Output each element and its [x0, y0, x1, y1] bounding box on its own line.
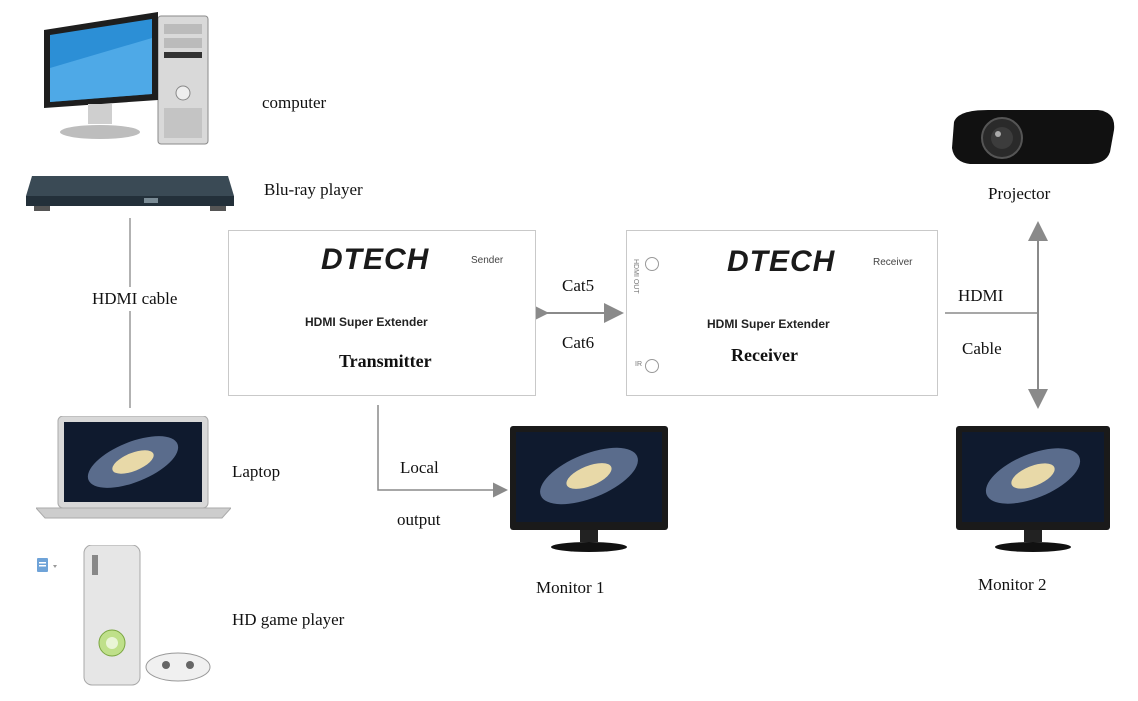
- cat5-label: Cat5: [562, 276, 595, 295]
- monitor1-label: Monitor 1: [536, 578, 605, 597]
- local-label: Local: [400, 458, 439, 477]
- transmitter-role: Sender: [471, 255, 504, 266]
- game-console-icon: [78, 544, 213, 690]
- computer-icon: [40, 8, 225, 148]
- bluray-player-icon: [24, 170, 236, 212]
- bluray-label: Blu-ray player: [264, 180, 363, 199]
- monitor2-label: Monitor 2: [978, 575, 1047, 594]
- receiver-box: HDMI OUT IR DTECH Receiver HDMI Super Ex…: [626, 230, 938, 396]
- laptop-label: Laptop: [232, 462, 281, 481]
- laptop-icon: [34, 415, 233, 520]
- game-label: HD game player: [232, 610, 345, 629]
- hdmi-label: HDMI: [958, 286, 1004, 305]
- transmitter-brand: DTECH: [321, 243, 430, 276]
- receiver-brand: DTECH: [727, 245, 836, 278]
- receiver-name: Receiver: [731, 345, 798, 365]
- ir-port: [645, 359, 659, 373]
- projector-icon: [948, 104, 1120, 170]
- computer-label: computer: [262, 93, 327, 112]
- hdmi-out-port-label: HDMI OUT: [632, 259, 639, 294]
- monitor2-icon: [954, 426, 1112, 554]
- receiver-product: HDMI Super Extender: [707, 317, 830, 331]
- cable-label: Cable: [962, 339, 1002, 358]
- receiver-role: Receiver: [873, 257, 913, 268]
- transmitter-box: DTECH Sender HDMI Super Extender Transmi…: [228, 230, 536, 396]
- transmitter-name: Transmitter: [339, 351, 432, 371]
- doc-icon: [36, 557, 62, 575]
- hdmi-cable-label: HDMI cable: [92, 287, 178, 311]
- cat6-label: Cat6: [562, 333, 595, 352]
- ir-port-label: IR: [635, 361, 642, 368]
- hdmi-out-port: [645, 257, 659, 271]
- transmitter-product: HDMI Super Extender: [305, 315, 428, 329]
- projector-label: Projector: [988, 184, 1051, 203]
- local-output-line: [377, 405, 508, 498]
- monitor1-icon: [508, 426, 670, 554]
- output-label: output: [397, 510, 441, 529]
